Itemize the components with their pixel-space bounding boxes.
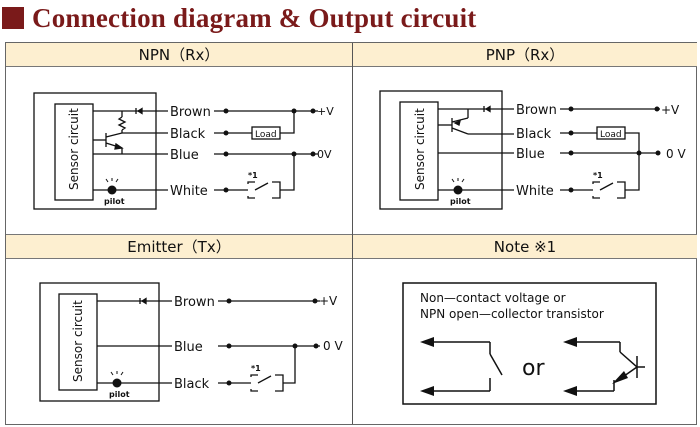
emitter-switch-mark: *1 xyxy=(251,364,261,373)
pnp-sensor-box xyxy=(399,101,439,201)
arrow-left-icon xyxy=(420,386,434,396)
npn-wire-blue: Blue xyxy=(170,148,199,163)
emitter-outer-box xyxy=(39,282,160,402)
emitter-pilot-label: pilot xyxy=(109,390,130,399)
arrow-left-icon xyxy=(563,386,577,396)
header-pnp: PNP（Rx） xyxy=(353,43,697,67)
npn-load-label: Load xyxy=(255,130,277,140)
npn-outer-box xyxy=(33,92,157,210)
npn-plus-v: +V xyxy=(317,105,334,118)
npn-switch-mark: *1 xyxy=(248,171,258,180)
npn-sensor-label: Sensor circuit xyxy=(67,108,81,190)
pnp-outer-box xyxy=(379,90,503,210)
pnp-wire-black: Black xyxy=(516,127,552,142)
header-note: Note ※1 xyxy=(353,234,697,259)
header-npn: NPN（Rx） xyxy=(6,43,352,67)
pnp-wire-brown: Brown xyxy=(516,103,557,118)
arrow-left-icon xyxy=(420,337,434,347)
pnp-wire-white: White xyxy=(516,184,554,199)
emitter-pilot-led-icon xyxy=(112,378,122,388)
npn-pilot-label: pilot xyxy=(104,197,125,206)
emitter-wire-black: Black xyxy=(174,377,210,392)
npn-wire-brown: Brown xyxy=(170,105,211,120)
npn-wire-black: Black xyxy=(170,127,206,142)
pnp-zero-v: 0 V xyxy=(666,147,686,161)
emitter-sensor-box xyxy=(58,293,98,391)
pnp-pilot-label: pilot xyxy=(450,197,471,206)
note-or-label: or xyxy=(522,356,545,381)
arrow-left-icon xyxy=(563,337,577,347)
pnp-wire-blue: Blue xyxy=(516,147,545,162)
npn-wire-white: White xyxy=(170,184,208,199)
emitter-plus-v: +V xyxy=(319,294,338,308)
emitter-wire-brown: Brown xyxy=(174,295,215,310)
emitter-wire-blue: Blue xyxy=(174,340,203,355)
note-box xyxy=(402,282,657,405)
table-divider xyxy=(352,43,353,424)
note-line-2: NPN open—collector transistor xyxy=(420,307,604,321)
page-title-bar: Connection diagram & Output circuit xyxy=(2,4,477,32)
pnp-pilot-led-icon xyxy=(453,185,463,195)
header-emitter: Emitter（Tx） xyxy=(6,234,352,259)
pnp-load-label: Load xyxy=(600,130,622,140)
pnp-sensor-label: Sensor circuit xyxy=(413,108,427,190)
npn-sensor-box xyxy=(54,103,94,201)
pnp-switch-mark: *1 xyxy=(593,171,603,180)
npn-pilot-led-icon xyxy=(107,185,117,195)
title-square-icon xyxy=(2,7,24,29)
note-line-1: Non—contact voltage or xyxy=(420,291,566,305)
diagram-table: NPN（Rx） PNP（Rx） Emitter（Tx） Note ※1 xyxy=(5,42,697,425)
emitter-sensor-label: Sensor circuit xyxy=(71,300,85,382)
emitter-zero-v: 0 V xyxy=(323,339,343,353)
emitter-arrow-icon xyxy=(612,371,628,384)
npn-zero-v: 0V xyxy=(317,148,332,161)
pnp-plus-v: +V xyxy=(661,103,680,117)
page-title: Connection diagram & Output circuit xyxy=(32,3,477,33)
